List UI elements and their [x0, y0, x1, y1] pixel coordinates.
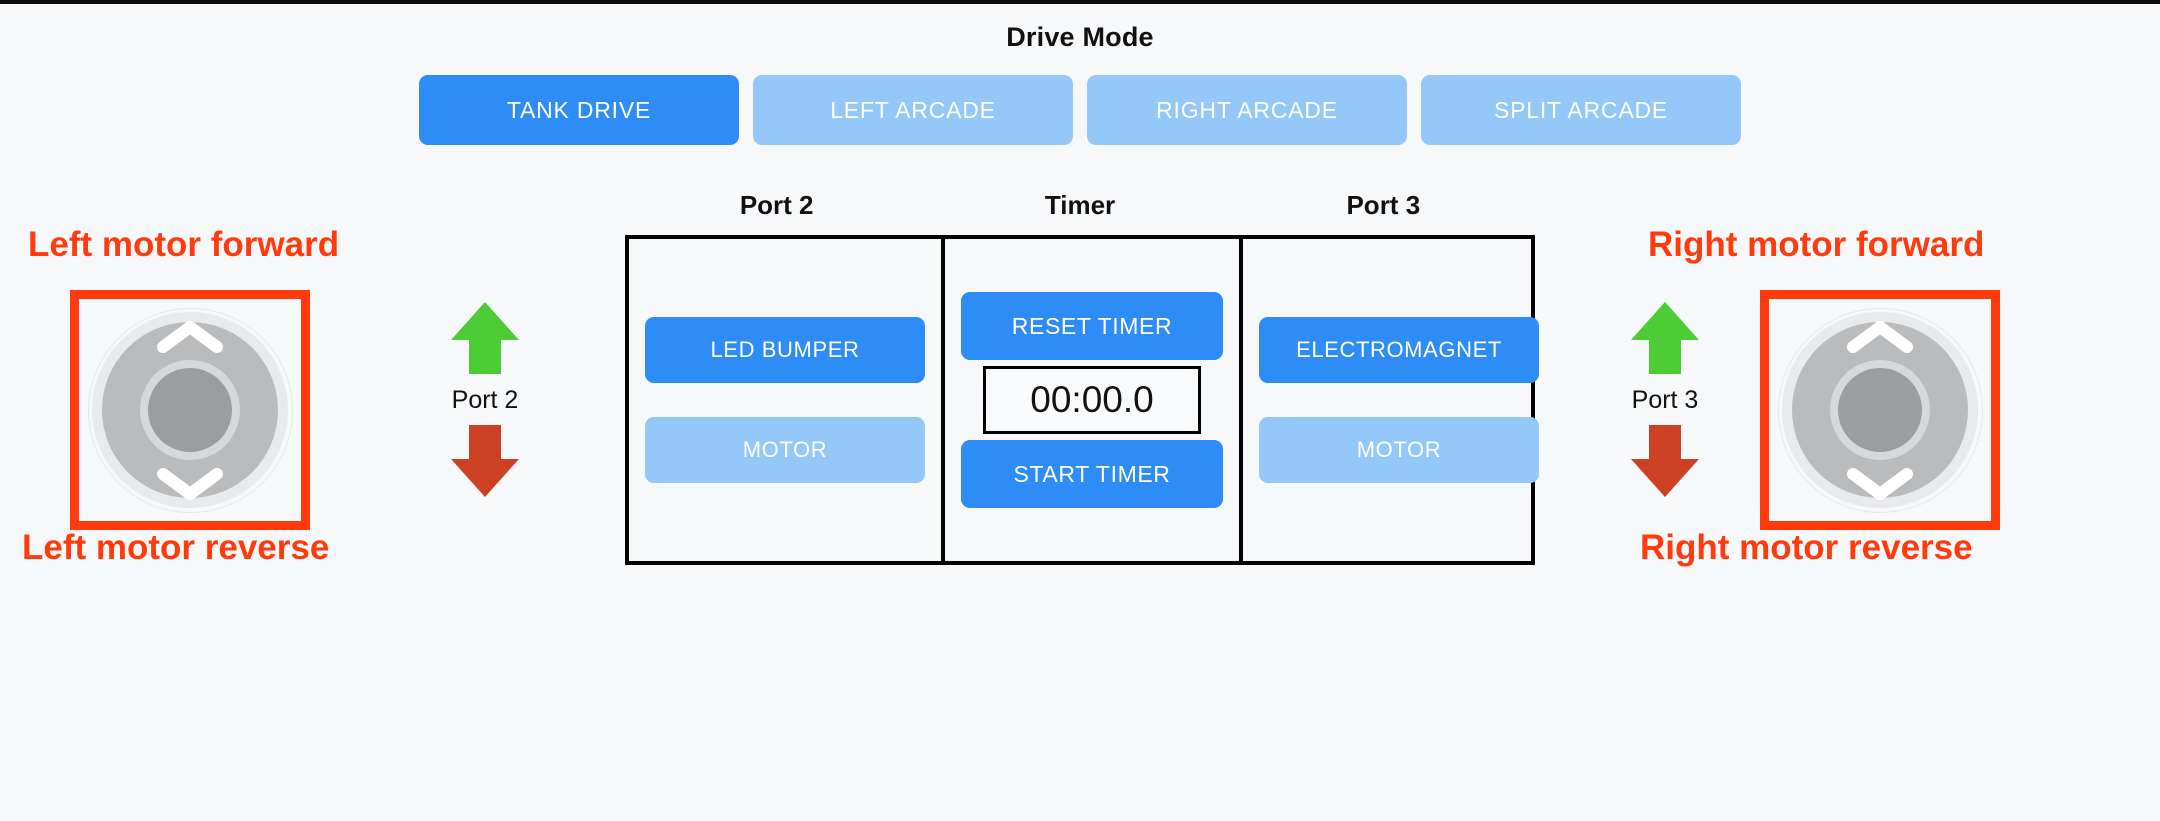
right-joystick[interactable] [1777, 307, 1983, 513]
panel-headers: Port 2 Timer Port 3 [625, 190, 1535, 221]
led-bumper-button[interactable]: LED BUMPER [645, 317, 925, 383]
left-motor-forward-annotation: Left motor forward [28, 225, 340, 264]
left-port-indicator: Port 2 [415, 300, 555, 499]
control-panel: LED BUMPER MOTOR RESET TIMER 00:00.0 STA… [625, 235, 1539, 565]
panel-column-port3: ELECTROMAGNET MOTOR [1243, 239, 1555, 561]
right-motor-forward-annotation: Right motor forward [1648, 225, 1985, 264]
right-motor-reverse-annotation: Right motor reverse [1640, 528, 1973, 567]
timer-display: 00:00.0 [983, 366, 1201, 434]
left-motor-reverse-annotation: Left motor reverse [22, 528, 330, 567]
arrow-down-icon [451, 425, 519, 497]
electromagnet-button[interactable]: ELECTROMAGNET [1259, 317, 1539, 383]
reset-timer-button[interactable]: RESET TIMER [961, 292, 1223, 360]
panel-column-port2: LED BUMPER MOTOR [629, 239, 941, 561]
chevron-up-icon[interactable] [157, 320, 223, 353]
arrow-up-icon [451, 302, 519, 374]
arrow-up-icon [1631, 302, 1699, 374]
right-port-label: Port 3 [1631, 386, 1699, 414]
drive-mode-split-arcade[interactable]: SPLIT ARCADE [1421, 75, 1741, 145]
panel-header-timer: Timer [1044, 190, 1116, 220]
arrow-down-icon [1631, 425, 1699, 497]
left-joystick-highlight-box [70, 290, 310, 530]
left-port-label: Port 2 [451, 386, 519, 414]
drive-mode-right-arcade[interactable]: RIGHT ARCADE [1087, 75, 1407, 145]
start-timer-button[interactable]: START TIMER [961, 440, 1223, 508]
left-joystick-container [70, 290, 310, 530]
port3-motor-button[interactable]: MOTOR [1259, 417, 1539, 483]
right-port-indicator: Port 3 [1595, 300, 1735, 499]
chevron-down-icon[interactable] [1847, 467, 1913, 500]
joystick-knob[interactable] [1838, 368, 1922, 452]
drive-mode-tank-drive[interactable]: TANK DRIVE [419, 75, 739, 145]
right-joystick-highlight-box [1760, 290, 2000, 530]
panel-header-port2: Port 2 [739, 190, 814, 220]
port2-motor-button[interactable]: MOTOR [645, 417, 925, 483]
right-joystick-container [1760, 290, 2000, 530]
top-bar [0, 0, 2160, 4]
chevron-up-icon[interactable] [1847, 320, 1913, 353]
drive-mode-selector: TANK DRIVE LEFT ARCADE RIGHT ARCADE SPLI… [0, 75, 2160, 145]
drive-mode-left-arcade[interactable]: LEFT ARCADE [753, 75, 1073, 145]
left-joystick[interactable] [87, 307, 293, 513]
panel-column-timer: RESET TIMER 00:00.0 START TIMER [941, 239, 1243, 561]
joystick-knob[interactable] [148, 368, 232, 452]
panel-header-port3: Port 3 [1346, 190, 1421, 220]
chevron-down-icon[interactable] [157, 467, 223, 500]
drive-mode-title: Drive Mode [1006, 22, 1154, 52]
